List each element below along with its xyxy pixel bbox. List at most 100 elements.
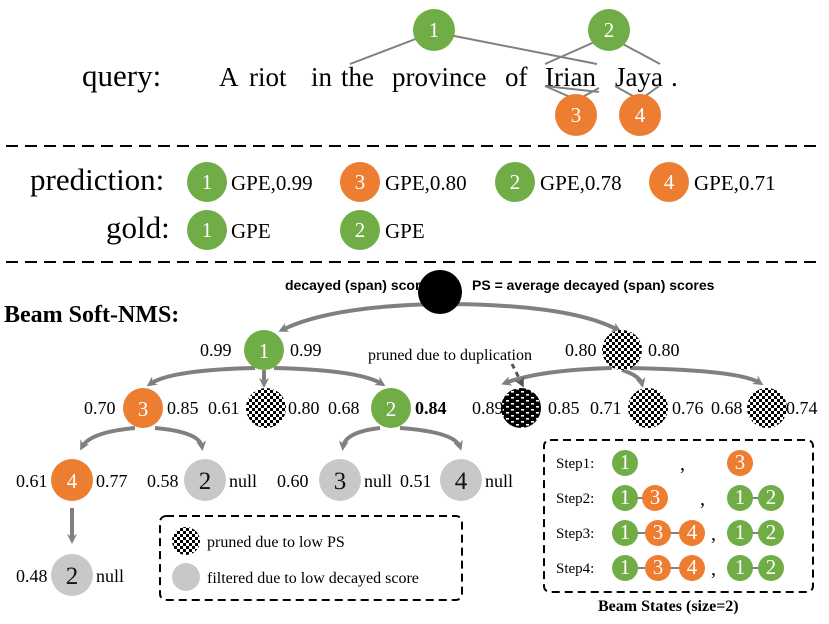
state-badge: 3 [653, 520, 664, 544]
span-badge-2: 2 [588, 9, 630, 51]
edge [278, 302, 441, 332]
gold-badge [187, 210, 227, 250]
duplication-label: pruned due to duplication [368, 347, 532, 364]
node-left-score: 0.68 [711, 398, 743, 418]
prediction-badge [340, 162, 380, 202]
query-sentence: A riot in the province of Irian Jaya . [219, 62, 678, 92]
span-badge-1: 1 [413, 9, 455, 51]
span-badge-label: 2 [604, 18, 615, 42]
tree-node: 3 0.60 null [277, 459, 392, 501]
state-badge: 4 [687, 520, 698, 544]
tree-edges [67, 302, 764, 544]
query-word: in [311, 62, 333, 92]
step-label: Step1: [556, 456, 594, 472]
node-right-score: 0.76 [672, 398, 704, 418]
node-left-score: 0.51 [400, 471, 432, 491]
node-id: 1 [259, 339, 270, 363]
step-label: Step3: [556, 526, 594, 542]
node-left-score: 0.61 [208, 398, 240, 418]
state-badge: 1 [735, 485, 746, 509]
node-left-score: 0.58 [147, 471, 179, 491]
root-node [418, 270, 462, 314]
gold-badge-label: 1 [202, 218, 213, 242]
state-badge: 1 [620, 450, 631, 474]
span-badge-label: 4 [635, 103, 646, 127]
state-badge: 4 [687, 555, 698, 579]
prediction-badge [649, 162, 689, 202]
node-id: 3 [334, 468, 347, 495]
edge [146, 366, 256, 387]
root-right-label: PS = average decayed (span) scores [472, 277, 715, 293]
prediction-value: GPE,0.99 [231, 171, 313, 195]
node-left-score: 0.80 [565, 340, 597, 360]
legend-pruned-label: pruned due to low PS [207, 534, 345, 551]
node-id: 3 [138, 397, 149, 421]
node-right-score: 0.74 [786, 398, 818, 418]
node-right-score: null [364, 471, 392, 491]
tree-node: 4 0.61 0.77 [16, 459, 128, 501]
state-badge: 3 [650, 485, 661, 509]
query-word: province [392, 62, 486, 92]
span-badge-label: 1 [429, 18, 440, 42]
query-label: query: [82, 58, 161, 93]
state-badge: 2 [766, 485, 777, 509]
query-word: of [505, 62, 528, 92]
query-word: riot [249, 62, 287, 92]
step-label: Step4: [556, 561, 594, 577]
prediction-value: GPE,0.80 [385, 171, 467, 195]
tree-node: 4 0.51 null [400, 459, 513, 501]
gold-value: GPE [385, 219, 425, 243]
beam-states-caption: Beam States (size=2) [598, 598, 739, 615]
state-badge: 1 [735, 555, 746, 579]
tree-node: 2 0.58 null [147, 459, 257, 501]
legend: pruned due to low PS filtered due to low… [159, 515, 463, 601]
state-separator: , [711, 523, 716, 545]
edge [154, 426, 207, 451]
tree-node: 0.89 0.85 [472, 388, 580, 428]
node-id: 2 [199, 468, 212, 495]
query-word: the [341, 62, 374, 92]
tree-node: 0.61 0.80 [208, 388, 320, 428]
gold-value: GPE [231, 219, 271, 243]
tree-node: 0.68 0.74 [711, 388, 818, 428]
node-right-score: null [96, 566, 124, 586]
node-right-score: null [229, 471, 257, 491]
state-badge: 1 [620, 555, 631, 579]
state-badge: 1 [620, 485, 631, 509]
node-left-score: 0.71 [590, 398, 622, 418]
node-left-score: 0.70 [84, 398, 116, 418]
node-right-score: 0.85 [548, 398, 580, 418]
span-badge-3: 3 [555, 94, 597, 136]
edge [501, 366, 613, 386]
legend-filtered-label: filtered due to low decayed score [207, 570, 419, 587]
edge [439, 302, 622, 332]
node-right-score: null [485, 471, 513, 491]
query-word: . [671, 62, 678, 92]
prediction-badge-label: 1 [202, 170, 213, 194]
prediction-badge-label: 4 [664, 170, 675, 194]
prediction-label: prediction: [30, 162, 164, 197]
state-badge: 2 [766, 520, 777, 544]
node-id: 2 [66, 563, 79, 590]
state-badge: 1 [620, 520, 631, 544]
prediction-badge-label: 3 [355, 170, 366, 194]
prediction-badge [187, 162, 227, 202]
node-right-score: 0.84 [415, 398, 447, 418]
step-label: Step2: [556, 491, 594, 507]
legend-gray-swatch [172, 563, 200, 591]
state-badge: 1 [735, 520, 746, 544]
tree-node: 1 0.99 0.99 [200, 330, 322, 370]
node-right-score: 0.77 [96, 471, 128, 491]
node-left-score: 0.60 [277, 471, 309, 491]
span-badge-label: 3 [571, 103, 582, 127]
beam-title: Beam Soft-NMS: [4, 302, 179, 328]
tree-node: 0.80 0.80 [565, 330, 680, 370]
node-right-score: 0.80 [648, 340, 680, 360]
prediction-badge-label: 2 [510, 170, 521, 194]
node-right-score: 0.85 [167, 398, 199, 418]
state-badge: 2 [766, 555, 777, 579]
state-separator: , [711, 558, 716, 580]
prediction-badge [495, 162, 535, 202]
prediction-value: GPE,0.78 [540, 171, 622, 195]
